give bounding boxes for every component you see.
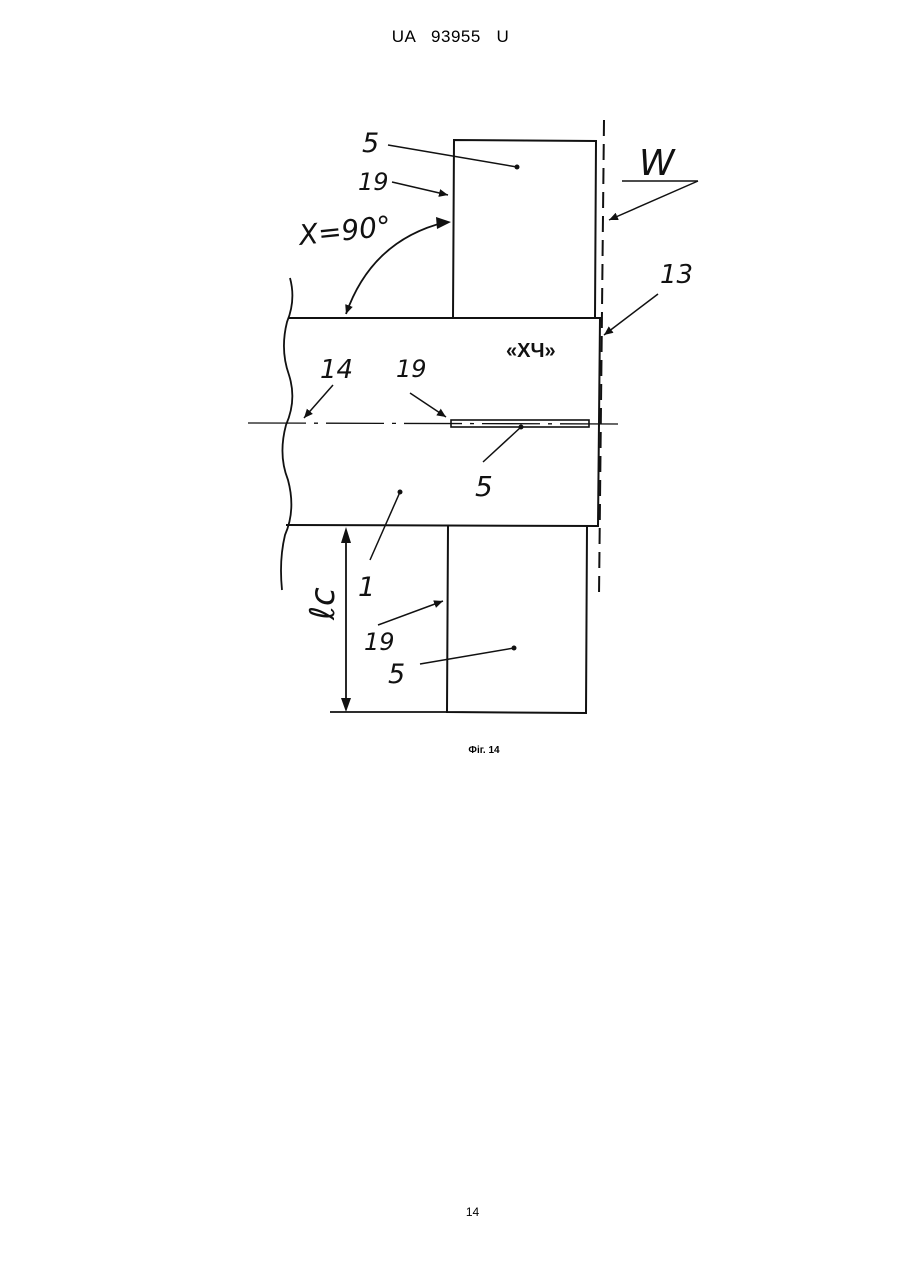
leader-1-dot — [398, 490, 403, 495]
label-5-mid: 5 — [475, 470, 493, 503]
lower-block — [447, 526, 587, 713]
leader-5-mid — [483, 427, 521, 462]
label-19-top: 19 — [358, 168, 389, 196]
leader-19-mid — [410, 393, 446, 417]
dimension-arrow-bottom — [341, 698, 351, 712]
label-5-top: 5 — [362, 128, 379, 159]
leader-5-mid-dot — [519, 425, 524, 430]
page-number: 14 — [0, 1205, 901, 1219]
leader-14 — [304, 385, 333, 418]
leader-5-bottom-dot — [512, 646, 517, 651]
label-14: 14 — [320, 355, 353, 385]
label-xch: «ХЧ» — [506, 340, 556, 362]
leader-13 — [604, 294, 658, 335]
centerline — [248, 423, 626, 424]
label-w: W — [639, 143, 676, 184]
label-5-bottom: 5 — [388, 659, 405, 690]
label-19-mid: 19 — [396, 355, 427, 383]
dimension-arrow-top — [341, 527, 351, 543]
leader-5-top — [388, 145, 517, 167]
leader-w — [609, 181, 698, 220]
leader-5-bottom — [420, 648, 514, 664]
angle-arc-start-arrow — [436, 217, 451, 229]
angle-label: X=90° — [295, 209, 392, 252]
leader-5-top-dot — [515, 165, 520, 170]
leader-19-top — [392, 182, 448, 195]
label-19-bottom: 19 — [364, 628, 395, 656]
figure-caption: Фіг. 14 — [0, 745, 901, 756]
break-line — [281, 278, 292, 590]
label-lc: ℓc — [303, 587, 343, 621]
leader-19-bottom — [378, 601, 443, 625]
upper-block — [453, 140, 596, 318]
label-1: 1 — [358, 572, 375, 603]
label-13: 13 — [660, 260, 693, 290]
